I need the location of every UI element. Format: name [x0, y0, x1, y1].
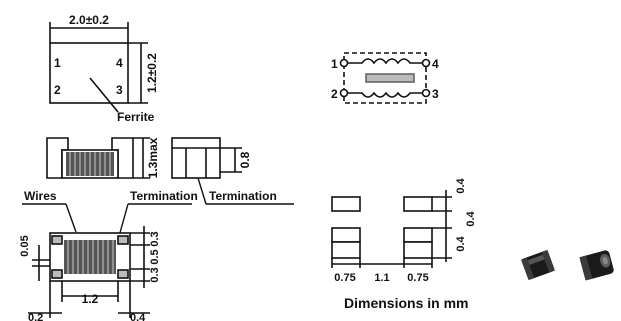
- schematic-pin-2: 2: [331, 87, 338, 101]
- side-view-height-dim: 0.8: [238, 151, 252, 168]
- termination-label-2: Termination: [209, 189, 277, 203]
- bottom-view-dim-1-2: 1.2: [82, 292, 99, 306]
- bottom-view-dim-0-3-top: 0.3: [149, 231, 161, 246]
- schematic-pin-1: 1: [331, 57, 338, 71]
- top-view-width-dim: 2.0±0.2: [69, 13, 109, 27]
- land-pad-mid-right: [403, 227, 433, 243]
- land-pad-top-right: [403, 196, 433, 212]
- top-view-body: [49, 42, 129, 104]
- schematic-pin-4: 4: [432, 57, 439, 71]
- bottom-view-pad-tl: [51, 235, 63, 245]
- land-pad-mid-left: [331, 227, 361, 243]
- land-height-0-4-bot: 0.4: [455, 235, 467, 251]
- wires-label: Wires: [24, 189, 57, 203]
- schematic-core: [365, 73, 415, 83]
- bottom-view: [28, 226, 150, 318]
- ferrite-label: Ferrite: [117, 110, 155, 124]
- schematic-coil-1: [348, 58, 422, 65]
- schematic-outline: [343, 52, 427, 104]
- land-pad-bot-right: [403, 241, 433, 259]
- dimensions-caption: Dimensions in mm: [344, 295, 468, 311]
- land-height-0-4-top: 0.4: [455, 177, 467, 193]
- schematic: [339, 52, 431, 104]
- bottom-view-dim-0-3-bottom: 0.3: [149, 267, 161, 282]
- bottom-view-pad-tr: [117, 235, 129, 245]
- bottom-view-dim-0-05: 0.05: [19, 235, 31, 256]
- top-view: [49, 22, 148, 113]
- termination-label-1: Termination: [130, 189, 198, 203]
- land-pad-bot-left: [331, 241, 361, 259]
- ferrite-leader: [89, 77, 119, 113]
- bottom-view-dim-0-5: 0.5: [149, 249, 161, 264]
- top-view-height-dim: 1.2±0.2: [145, 53, 159, 93]
- side-view-body: [171, 137, 221, 179]
- land-width-0-75-left: 0.75: [334, 272, 355, 284]
- schematic-pin-3: 3: [432, 87, 439, 101]
- land-height-0-4-mid: 0.4: [465, 210, 477, 226]
- land-pad-top-left: [331, 196, 361, 212]
- side-view: [171, 137, 242, 179]
- schematic-coil-2: [348, 91, 422, 98]
- bottom-view-dim-0-2: 0.2: [28, 312, 43, 321]
- top-view-pin-4: 4: [116, 56, 123, 70]
- bottom-view-pad-bl: [51, 269, 63, 279]
- front-view-height-dim: 1.3max: [146, 137, 160, 178]
- land-width-0-75-right: 0.75: [407, 272, 428, 284]
- front-view: [46, 137, 150, 179]
- top-view-pin-1: 1: [54, 56, 61, 70]
- land-pattern: [331, 190, 452, 268]
- bottom-view-dim-0-4: 0.4: [130, 312, 146, 321]
- component-photo-icon: [521, 249, 614, 281]
- bottom-view-pad-br: [117, 269, 129, 279]
- top-view-pin-2: 2: [54, 83, 61, 97]
- top-view-pin-3: 3: [116, 83, 123, 97]
- land-width-1-1: 1.1: [374, 272, 389, 284]
